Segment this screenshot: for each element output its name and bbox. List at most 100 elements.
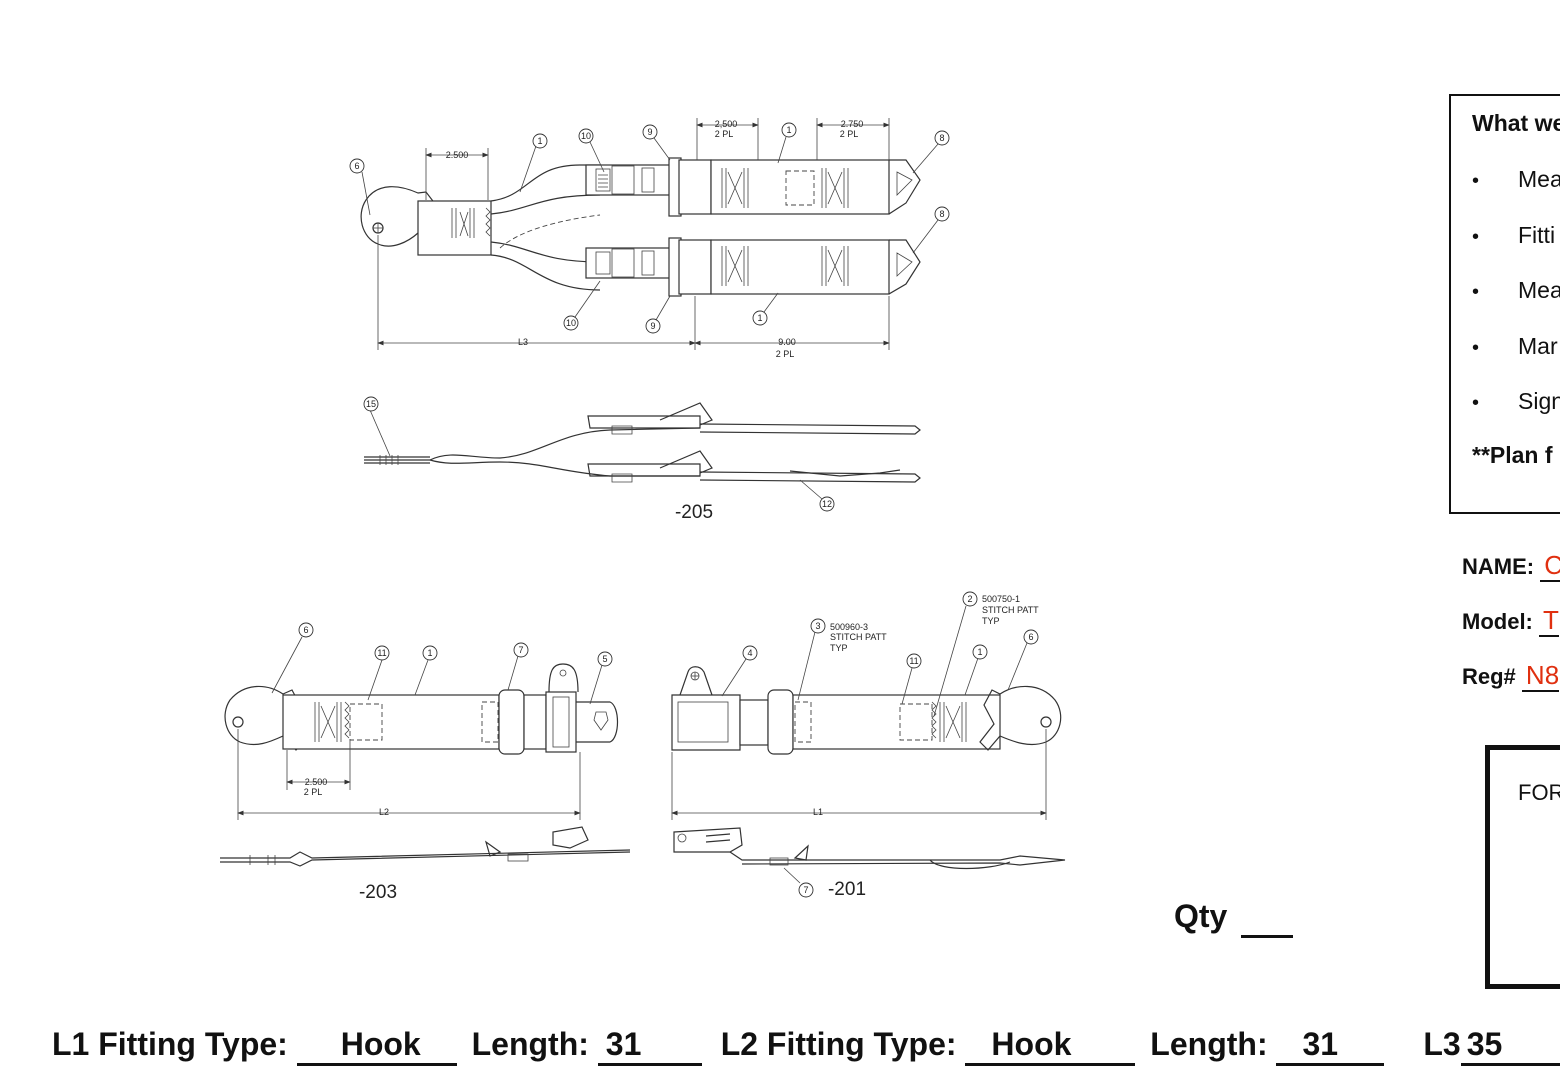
svg-text:6: 6	[303, 625, 308, 635]
callout-6-a: 6	[349, 158, 365, 174]
svg-text:2: 2	[967, 594, 972, 604]
instruction-item: •Mea	[1472, 166, 1560, 192]
name-value[interactable]: C	[1540, 550, 1560, 582]
l2-fitting-value[interactable]: Hook	[965, 1026, 1136, 1066]
qty-label: Qty	[1174, 898, 1228, 934]
view-label-205: -205	[675, 502, 713, 523]
dim-203-2pl: 2 PL	[304, 787, 323, 797]
qty-blank[interactable]	[1241, 898, 1294, 938]
callout-10-b: 10	[563, 315, 579, 331]
stitch3-part: 500960-3	[830, 622, 868, 632]
svg-text:9: 9	[647, 127, 652, 137]
stitch2-typ: TYP	[982, 616, 1000, 626]
callout-6-c: 6	[1023, 629, 1039, 645]
plan-note: **Plan f	[1472, 442, 1553, 468]
instruction-item: •Mar	[1472, 333, 1558, 359]
svg-text:8: 8	[939, 209, 944, 219]
callout-6-b: 6	[298, 622, 314, 638]
stitch2-patt: STITCH PATT	[982, 605, 1039, 615]
svg-text:1: 1	[427, 648, 432, 658]
view-label-201: -201	[828, 879, 866, 900]
svg-text:7: 7	[803, 885, 808, 895]
form-box: FOR	[1485, 745, 1560, 989]
name-field[interactable]: NAME: C	[1462, 550, 1560, 582]
l1-fitting-value[interactable]: Hook	[296, 1026, 457, 1066]
callout-1-b: 1	[781, 122, 797, 138]
view-201-plan: L1 4 3 500960-3 STITCH PATT TYP 2 500750…	[671, 591, 1062, 820]
svg-text:7: 7	[518, 645, 523, 655]
view-203-plan: 2.500 2 PL L2 6 11 1 7 5	[224, 622, 619, 820]
callout-15: 15	[363, 396, 379, 412]
view-label-203: -203	[359, 882, 397, 903]
callout-2: 2	[962, 591, 978, 607]
svg-text:3: 3	[815, 621, 820, 631]
dim-2500-left: 2.500	[446, 150, 469, 160]
callout-11-b: 11	[906, 653, 922, 669]
svg-text:1: 1	[537, 136, 542, 146]
dim-L3: L3	[518, 337, 528, 347]
dim-2pl-b: 2 PL	[840, 129, 859, 139]
callout-1-e: 1	[972, 644, 988, 660]
dim-2750: 2.750	[841, 119, 864, 129]
callout-7-a: 7	[513, 642, 529, 658]
svg-text:10: 10	[581, 131, 591, 141]
dim-2pl-a: 2 PL	[715, 129, 734, 139]
l3-label: L3	[1423, 1026, 1461, 1062]
stitch2-part: 500750-1	[982, 594, 1020, 604]
svg-text:6: 6	[354, 161, 359, 171]
view-205-side: 15 12 -205	[363, 396, 921, 523]
technical-drawing: 2.500 2,500 2 PL 2.750 2 PL L3 9.00 2 PL…	[220, 118, 1066, 903]
callout-12: 12	[819, 496, 835, 512]
svg-text:1: 1	[786, 125, 791, 135]
svg-text:1: 1	[757, 313, 762, 323]
order-line: L1 Fitting Type: Hook Length: 31 L2 Fitt…	[52, 1026, 1560, 1066]
model-value[interactable]: T	[1539, 605, 1559, 637]
stitch3-typ: TYP	[830, 643, 848, 653]
model-label: Model:	[1462, 609, 1533, 634]
svg-text:10: 10	[566, 318, 576, 328]
callout-9-a: 9	[642, 124, 658, 140]
callout-1-d: 1	[422, 645, 438, 661]
view-205-plan: 2.500 2,500 2 PL 2.750 2 PL L3 9.00 2 PL…	[349, 118, 950, 359]
dim-2500-top: 2,500	[715, 119, 738, 129]
instruction-item: •Mea	[1472, 277, 1560, 303]
callout-5: 5	[597, 651, 613, 667]
svg-text:11: 11	[377, 648, 386, 658]
l2-length-label: Length:	[1150, 1026, 1268, 1062]
callout-10-a: 10	[578, 128, 594, 144]
reg-label: Reg#	[1462, 664, 1516, 689]
svg-text:1: 1	[977, 647, 982, 657]
qty-field[interactable]: Qty	[1174, 898, 1294, 938]
reg-value[interactable]: N8	[1521, 660, 1560, 692]
l2-length-value[interactable]: 31	[1276, 1026, 1385, 1066]
instruction-item: •Sign	[1472, 388, 1560, 414]
callout-8-b: 8	[934, 206, 950, 222]
l2-fitting-label: L2 Fitting Type:	[720, 1026, 957, 1062]
svg-text:9: 9	[650, 321, 655, 331]
l3-value[interactable]: 35	[1460, 1026, 1560, 1066]
view-203-side: -203	[220, 826, 631, 903]
callout-11-a: 11	[374, 645, 390, 661]
l1-length-label: Length:	[471, 1026, 589, 1062]
instructions-title: What we	[1472, 110, 1560, 136]
instructions-box: What we •Mea •Fitti •Mea •Mar •Sign **Pl…	[1449, 94, 1560, 514]
l1-length-value[interactable]: 31	[597, 1026, 702, 1066]
dim-L2: L2	[379, 807, 389, 817]
callout-1-c: 1	[752, 310, 768, 326]
callout-8-a: 8	[934, 130, 950, 146]
svg-text:15: 15	[366, 399, 376, 409]
model-field[interactable]: Model: T	[1462, 605, 1559, 637]
l1-fitting-label: L1 Fitting Type:	[52, 1026, 288, 1062]
dim-203-2500: 2.500	[305, 777, 328, 787]
view-201-side: 7 -201	[673, 827, 1066, 900]
svg-text:6: 6	[1028, 632, 1033, 642]
callout-7-b: 7	[798, 882, 814, 898]
instruction-item: •Fitti	[1472, 222, 1556, 248]
dim-2pl-c: 2 PL	[776, 349, 795, 359]
stitch3-patt: STITCH PATT	[830, 632, 887, 642]
reg-field[interactable]: Reg# N8	[1462, 660, 1560, 692]
callout-3: 3	[810, 618, 826, 634]
svg-text:8: 8	[939, 133, 944, 143]
svg-text:4: 4	[747, 648, 752, 658]
svg-text:12: 12	[822, 499, 832, 509]
